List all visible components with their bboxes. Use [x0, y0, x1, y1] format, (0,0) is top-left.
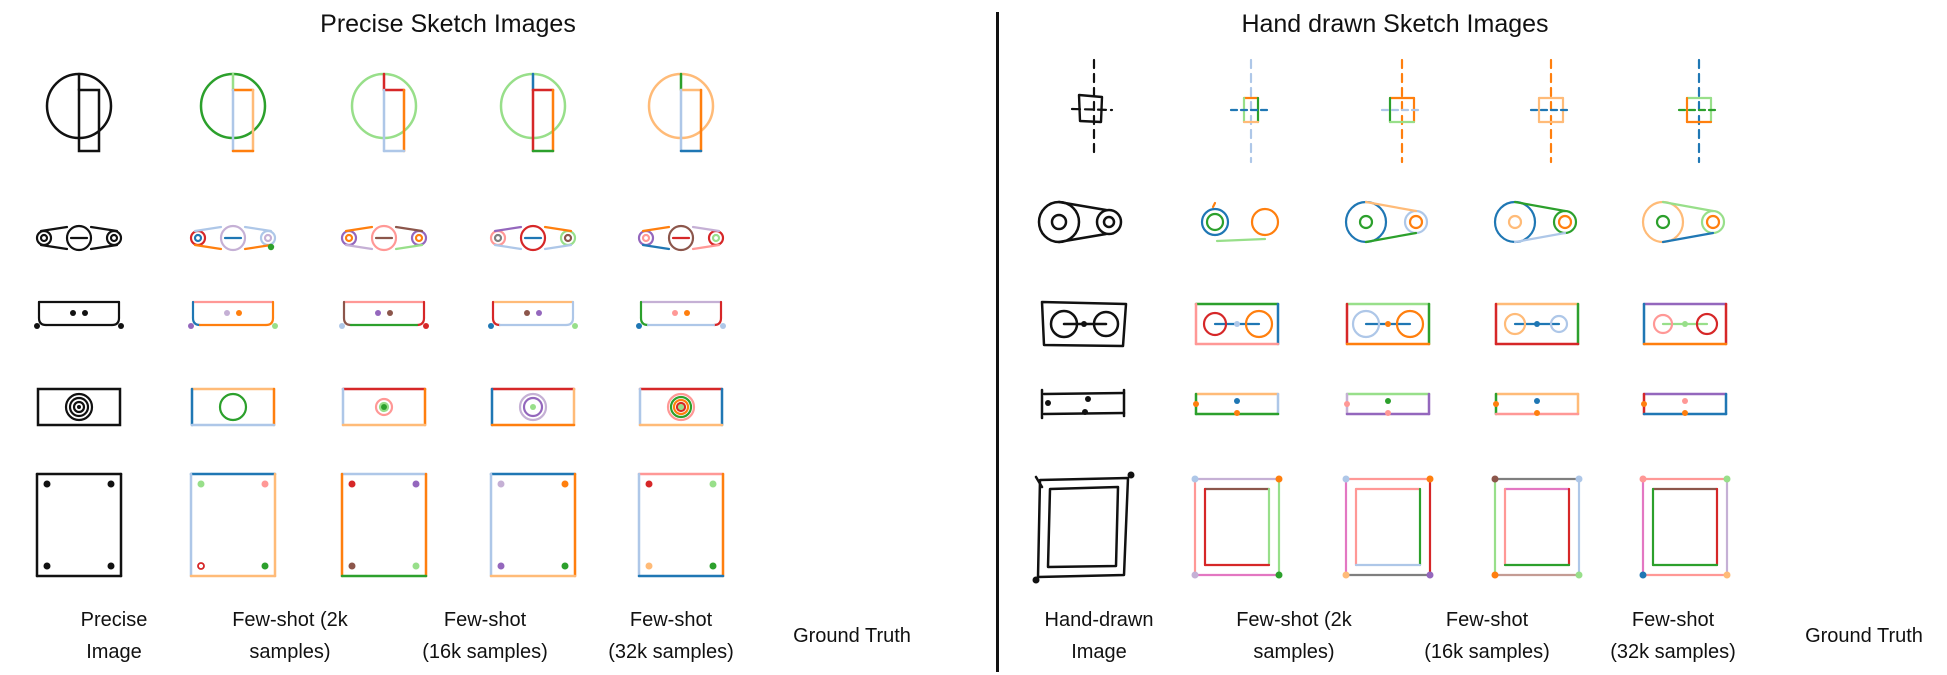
sketch-left-row3-col2 [188, 300, 278, 329]
sketch-right-row2-col4 [1493, 200, 1578, 244]
sketch-hand-row4 [1040, 388, 1126, 420]
sketch-right-row1-col2 [1229, 58, 1273, 164]
sketch-right-row4-col3 [1344, 392, 1431, 416]
sketch-left-row4-col2 [190, 387, 276, 427]
sketch-right-row2-col5 [1641, 200, 1726, 244]
sketch-left-row2-col3 [340, 224, 428, 252]
sketch-left-row5-col4 [489, 472, 577, 578]
sketch-right-row3-col4 [1494, 302, 1580, 346]
sketch-left-row5-col3 [340, 472, 428, 578]
sketch-hand-row3 [1040, 300, 1128, 348]
sketch-right-row5-col3 [1342, 475, 1434, 579]
panel-divider [996, 12, 999, 672]
sketch-precise-row3 [34, 300, 124, 329]
sketch-left-row1-col4 [499, 72, 567, 153]
sketch-left-row5-col2 [189, 472, 277, 578]
sketch-left-row3-col5 [636, 300, 726, 329]
sketch-left-row5-col5 [637, 472, 725, 578]
sketch-left-row3-col4 [488, 300, 578, 329]
col-label-left-fewshot-32k: Few-shot(32k samples) [608, 609, 734, 663]
sketch-left-row2-col5 [637, 224, 725, 252]
sketch-left-row3-col3 [339, 300, 429, 329]
sketch-right-row5-col4 [1491, 475, 1583, 579]
sketch-left-row1-col5 [647, 72, 715, 153]
sketch-left-row2-col2 [189, 224, 277, 252]
sketch-precise-row5 [35, 472, 123, 578]
sketch-left-row1-col2 [199, 72, 267, 153]
right-panel-title: Hand drawn Sketch Images [1241, 10, 1549, 38]
sketch-precise-row1 [45, 72, 113, 153]
sketch-hand-row5 [1032, 471, 1135, 584]
sketch-right-row3-col2 [1194, 302, 1280, 346]
sketch-right-row3-col3 [1345, 302, 1431, 346]
sketch-right-row1-col4 [1529, 58, 1573, 164]
col-label-right-ground-truth: Ground Truth [1805, 625, 1923, 647]
sketch-right-row1-col5 [1677, 58, 1721, 164]
sketch-right-row5-col5 [1639, 475, 1731, 579]
col-label-right-fewshot-32k: Few-shot(32k samples) [1610, 609, 1736, 663]
sketch-precise-row4 [36, 387, 122, 427]
sketch-right-row2-col3 [1344, 200, 1429, 244]
sketch-left-row2-col4 [489, 224, 577, 252]
sketch-left-row4-col3 [341, 387, 427, 427]
sketch-hand-row2 [1037, 200, 1123, 244]
left-panel-title: Precise Sketch Images [320, 10, 576, 38]
col-label-left-fewshot-16k: Few-shot(16k samples) [422, 609, 548, 663]
col-label-right-fewshot-16k: Few-shot(16k samples) [1424, 609, 1550, 663]
sketch-left-row1-col3 [350, 72, 418, 153]
sketch-right-row4-col5 [1641, 392, 1728, 416]
sketch-right-row2-col2 [1200, 201, 1280, 243]
sketch-right-row1-col3 [1380, 58, 1424, 164]
sketch-right-row4-col4 [1493, 392, 1580, 416]
sketch-right-row5-col2 [1191, 475, 1283, 579]
sketch-left-row4-col5 [638, 387, 724, 427]
sketch-hand-row1 [1070, 58, 1114, 160]
sketch-left-row4-col4 [490, 387, 576, 427]
sketch-right-row4-col2 [1193, 392, 1280, 416]
sketch-precise-row2 [35, 224, 123, 252]
sketch-right-row3-col5 [1642, 302, 1728, 346]
col-label-left-ground-truth: Ground Truth [793, 625, 911, 647]
